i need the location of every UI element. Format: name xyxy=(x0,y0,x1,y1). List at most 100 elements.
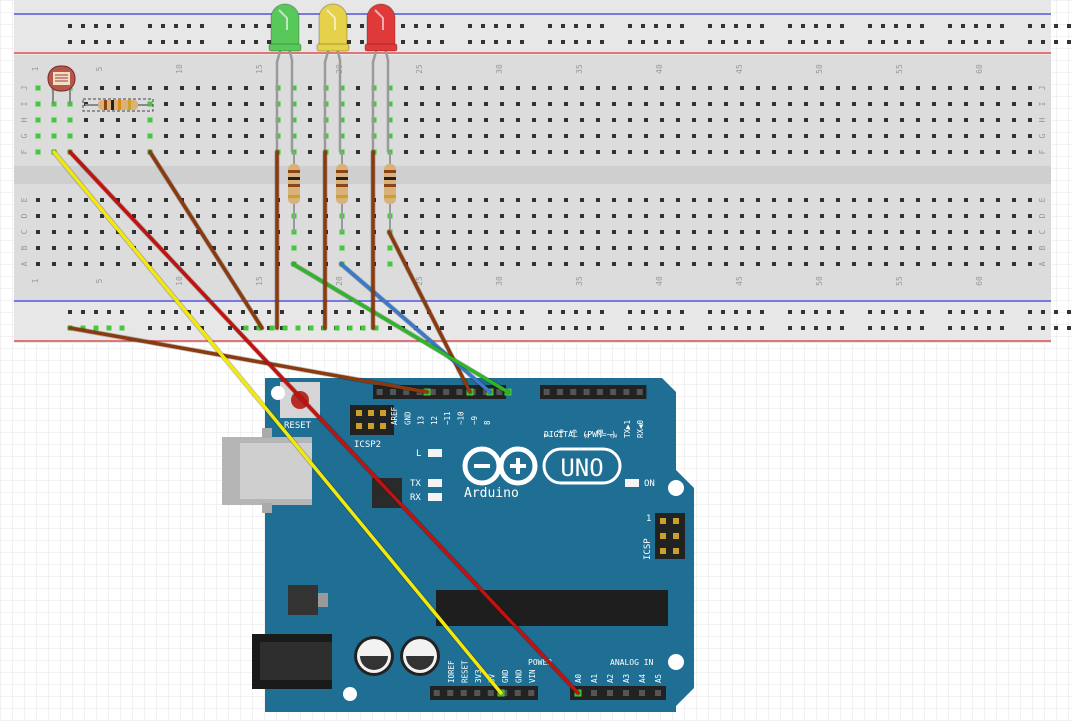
rail-hole xyxy=(760,40,764,44)
connected-hole xyxy=(335,326,340,331)
breadboard-hole xyxy=(868,86,872,90)
breadboard-hole xyxy=(580,118,584,122)
breadboard-hole xyxy=(116,86,120,90)
breadboard-hole xyxy=(308,246,312,250)
breadboard-hole xyxy=(676,214,680,218)
breadboard-hole xyxy=(132,262,136,266)
breadboard-hole xyxy=(468,150,472,154)
connected-hole xyxy=(348,326,353,331)
breadboard-hole xyxy=(628,246,632,250)
breadboard-hole xyxy=(452,214,456,218)
breadboard-hole xyxy=(436,214,440,218)
rail-hole xyxy=(628,310,632,314)
breadboard-hole xyxy=(260,230,264,234)
breadboard-hole xyxy=(596,262,600,266)
pin-label: A1 xyxy=(590,674,599,683)
breadboard-hole xyxy=(308,262,312,266)
rail-hole xyxy=(1067,40,1071,44)
breadboard-hole xyxy=(708,230,712,234)
breadboard-hole xyxy=(836,246,840,250)
breadboard-hole xyxy=(980,118,984,122)
rail-hole xyxy=(1054,40,1058,44)
rail-hole xyxy=(881,326,885,330)
breadboard-hole xyxy=(164,118,168,122)
rail-hole xyxy=(734,310,738,314)
breadboard-hole xyxy=(68,262,72,266)
breadboard-hole xyxy=(212,150,216,154)
breadboard-hole xyxy=(196,86,200,90)
rail-hole xyxy=(894,310,898,314)
breadboard-hole xyxy=(740,134,744,138)
breadboard-hole xyxy=(212,118,216,122)
breadboard-hole xyxy=(228,214,232,218)
rail-hole xyxy=(68,40,72,44)
rail-hole xyxy=(814,326,818,330)
rail-hole xyxy=(200,40,204,44)
breadboard-hole xyxy=(420,230,424,234)
breadboard-hole xyxy=(420,118,424,122)
breadboard-hole xyxy=(452,198,456,202)
breadboard-hole xyxy=(948,118,952,122)
breadboard-hole xyxy=(244,262,248,266)
breadboard-hole xyxy=(532,150,536,154)
rail-hole xyxy=(481,326,485,330)
column-number: 5 xyxy=(95,278,104,283)
rail-hole xyxy=(174,326,178,330)
rail-hole xyxy=(641,310,645,314)
rail-hole xyxy=(1028,310,1032,314)
breadboard-hole xyxy=(452,134,456,138)
row-letter: A xyxy=(1038,261,1047,266)
reset-label: RESET xyxy=(284,421,312,431)
breadboard-hole xyxy=(724,198,728,202)
breadboard-hole xyxy=(836,230,840,234)
breadboard-hole xyxy=(740,118,744,122)
breadboard-hole xyxy=(436,150,440,154)
breadboard-hole xyxy=(852,134,856,138)
row-letter: B xyxy=(20,245,29,250)
rail-hole xyxy=(814,40,818,44)
breadboard-hole xyxy=(516,86,520,90)
breadboard-hole xyxy=(532,246,536,250)
row-letter: C xyxy=(1038,229,1047,234)
rail-hole xyxy=(107,310,111,314)
breadboard-hole xyxy=(500,86,504,90)
breadboard-hole xyxy=(772,246,776,250)
breadboard-hole xyxy=(612,86,616,90)
rail-hole xyxy=(760,24,764,28)
breadboard-hole xyxy=(468,86,472,90)
breadboard-hole xyxy=(404,198,408,202)
breadboard-hole xyxy=(820,118,824,122)
breadboard-hole xyxy=(916,86,920,90)
breadboard-hole xyxy=(564,198,568,202)
breadboard-hole xyxy=(36,246,40,250)
breadboard-hole xyxy=(836,86,840,90)
rail-hole xyxy=(187,40,191,44)
breadboard-hole xyxy=(260,102,264,106)
breadboard-hole xyxy=(580,198,584,202)
rail-hole xyxy=(267,24,271,28)
breadboard-hole xyxy=(772,262,776,266)
rail-hole xyxy=(974,326,978,330)
rail-hole xyxy=(120,40,124,44)
breadboard-hole xyxy=(884,230,888,234)
breadboard-hole xyxy=(772,86,776,90)
breadboard-hole xyxy=(244,86,248,90)
breadboard-hole xyxy=(740,86,744,90)
rail-hole xyxy=(228,24,232,28)
row-letter: J xyxy=(1038,86,1047,91)
breadboard-hole xyxy=(468,102,472,106)
breadboard-hole xyxy=(404,230,408,234)
breadboard-hole xyxy=(708,134,712,138)
breadboard-hole xyxy=(404,150,408,154)
breadboard-hole xyxy=(868,230,872,234)
rail-hole xyxy=(401,24,405,28)
breadboard-hole xyxy=(836,198,840,202)
breadboard-hole xyxy=(756,102,760,106)
breadboard-hole xyxy=(564,118,568,122)
rail-hole xyxy=(1041,24,1045,28)
rail-hole xyxy=(574,310,578,314)
rail-hole xyxy=(561,310,565,314)
breadboard-hole xyxy=(164,150,168,154)
breadboard-hole xyxy=(756,214,760,218)
rail-hole xyxy=(628,24,632,28)
